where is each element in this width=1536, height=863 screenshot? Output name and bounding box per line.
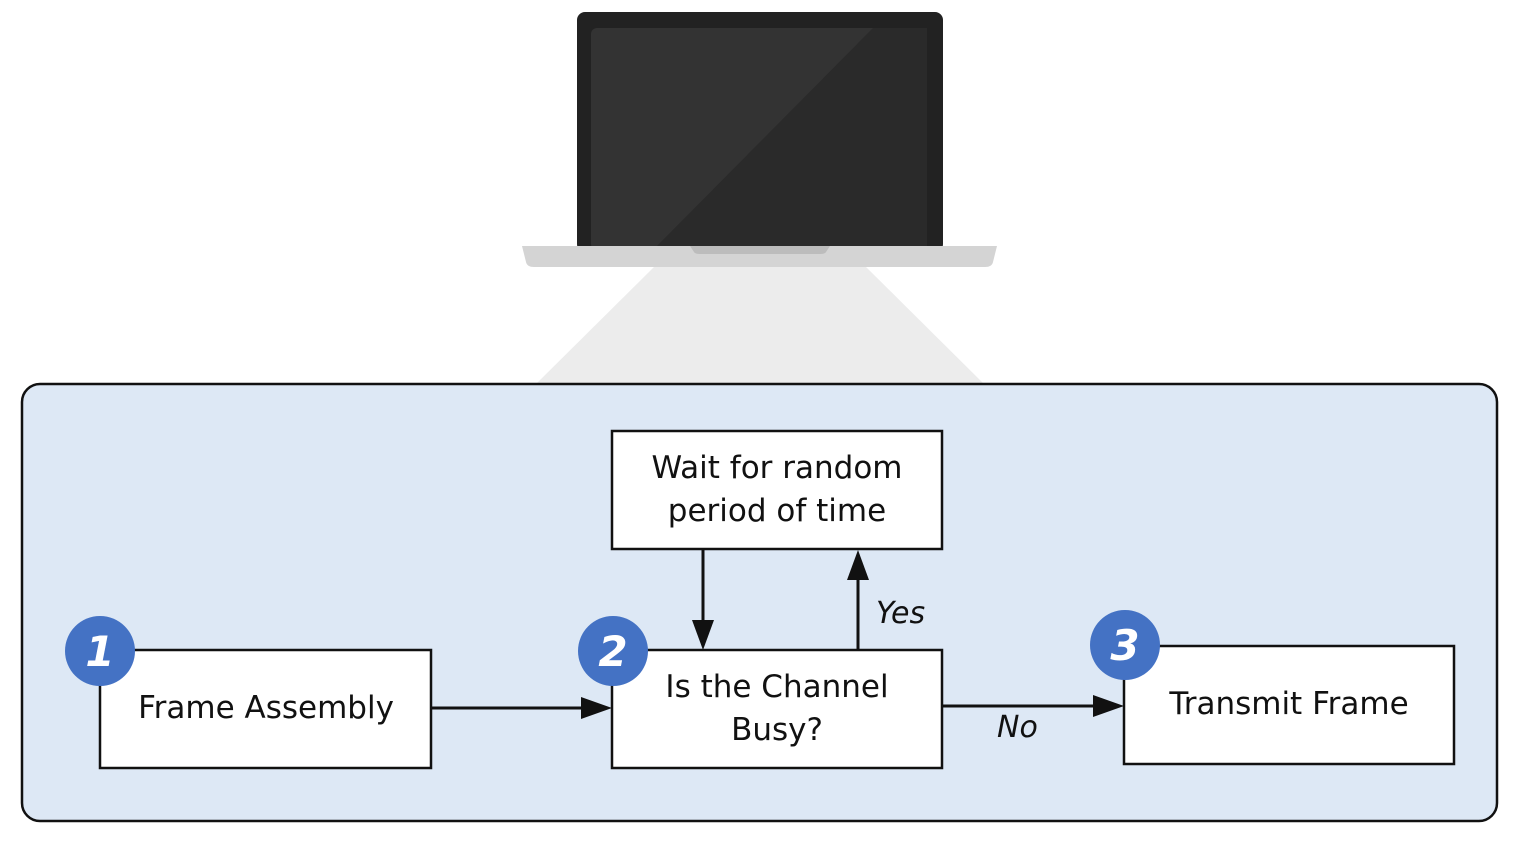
arrowhead-into-busy [581,697,612,719]
connectors [431,550,1095,710]
frame-assembly-label: Frame Assembly [138,690,394,726]
edge-label-no: No [997,710,1038,745]
arrowhead-into-wait [847,550,869,580]
edge-label-yes: Yes [876,596,925,631]
laptop-icon [522,12,997,267]
step-badge-3: 3 [1090,610,1160,680]
step-badge-2: 2 [578,616,648,686]
arrowhead-into-busy-top [692,620,714,650]
channel-busy-box: Is the Channel Busy? [610,648,944,770]
channel-busy-label-line1: Is the Channel [665,669,888,705]
projection-cone [535,266,985,385]
wait-box: Wait for random period of time [610,429,944,551]
transmit-frame-box: Transmit Frame [1122,644,1456,766]
arrowheads [581,550,1124,719]
step-badge-1-number: 1 [85,627,114,676]
step-badge-3-number: 3 [1110,621,1139,670]
step-badge-2-number: 2 [598,627,627,676]
frame-assembly-box: Frame Assembly [98,648,433,770]
arrowhead-into-transmit [1093,695,1124,717]
wait-box-label-line2: period of time [668,493,886,529]
wait-box-label-line1: Wait for random [652,450,903,486]
step-badge-1: 1 [65,616,135,686]
transmit-frame-label: Transmit Frame [1168,686,1408,722]
channel-busy-label-line2: Busy? [731,712,823,748]
